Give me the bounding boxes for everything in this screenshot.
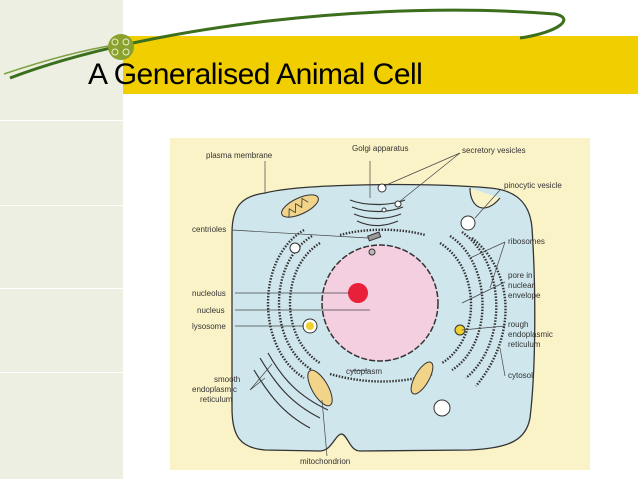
- label-mitochondrion: mitochondrion: [300, 457, 350, 466]
- label-centrioles: centrioles: [192, 225, 226, 234]
- label-nucleolus: nucleolus: [192, 289, 226, 298]
- label-secretory-vesicles: secretory vesicles: [462, 146, 526, 155]
- rough-er: [266, 228, 507, 387]
- label-nucleus: nucleus: [197, 306, 225, 315]
- mitochondrion: [281, 194, 319, 218]
- pinocytic-vesicle: [460, 215, 476, 231]
- centriole: [368, 248, 376, 256]
- secretory-vesicle: [381, 207, 387, 213]
- label-rough-er-3: reticulum: [508, 340, 541, 349]
- nucleus: [321, 244, 439, 362]
- left-decorative-strip: [0, 0, 123, 479]
- mitochondrion: [307, 369, 333, 407]
- label-rough-er-1: rough: [508, 320, 528, 329]
- label-plasma-membrane: plasma membrane: [206, 151, 273, 160]
- mitochondrion: [410, 361, 434, 395]
- label-pore-2: nuclear: [508, 281, 535, 290]
- label-pore-1: pore in: [508, 271, 532, 280]
- nucleolus: [348, 283, 368, 303]
- slide-title: A Generalised Animal Cell: [88, 58, 423, 91]
- strip-divider: [0, 120, 123, 121]
- secretory-vesicle: [394, 200, 402, 208]
- label-smooth-er-3: reticulum: [200, 395, 233, 404]
- label-golgi-apparatus: Golgi apparatus: [352, 144, 408, 153]
- label-pore-3: envelope: [508, 291, 541, 300]
- leader-lines: [231, 152, 506, 457]
- vacuole: [433, 399, 451, 417]
- animal-cell-diagram: plasma membrane Golgi apparatus secretor…: [170, 138, 590, 470]
- strip-divider: [0, 372, 123, 373]
- secretory-vesicle: [377, 183, 387, 193]
- label-pinocytic-vesicle: pinocytic vesicle: [504, 181, 562, 190]
- centriole: [367, 231, 382, 242]
- pinocytic-invagination: [469, 187, 501, 209]
- label-lysosome: lysosome: [192, 322, 226, 331]
- strip-divider: [0, 205, 123, 206]
- label-cytoplasm: cytoplasm: [346, 367, 382, 376]
- lysosome-core: [306, 322, 314, 330]
- golgi-apparatus: [349, 199, 406, 227]
- strip-divider: [0, 288, 123, 289]
- vacuole: [289, 242, 301, 254]
- label-ribosomes: ribosomes: [508, 237, 545, 246]
- label-cytosol: cytosol: [508, 371, 533, 380]
- label-smooth-er-2: endoplasmic: [192, 385, 237, 394]
- smooth-er: [253, 352, 329, 429]
- label-smooth-er-1: smooth: [214, 375, 240, 384]
- label-rough-er-2: endoplasmic: [508, 330, 553, 339]
